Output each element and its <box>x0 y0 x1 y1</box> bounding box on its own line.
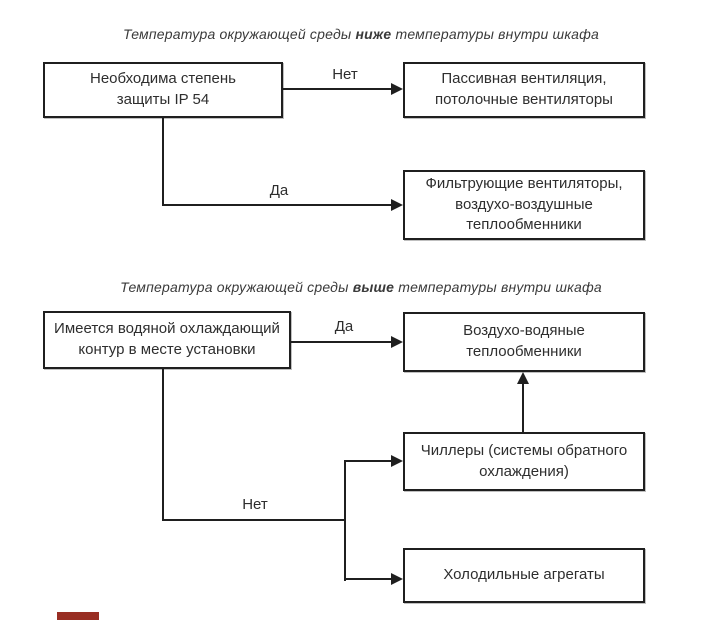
connector-top-yes-horizontal <box>162 204 392 206</box>
connector-top-no-horizontal <box>283 88 393 90</box>
top-title-post: температуры внутри шкафа <box>391 26 600 42</box>
label-top-yes: Да <box>249 182 309 199</box>
bottom-title-pre: Температура окружающей среды <box>120 279 353 295</box>
connector-chillers-up-vertical <box>522 383 524 432</box>
connector-bottom-yes-horizontal <box>291 341 393 343</box>
label-bottom-yes: Да <box>314 318 374 335</box>
top-flow-title: Температура окружающей среды ниже темпер… <box>0 26 722 42</box>
connector-bottom-no-vertical <box>162 369 164 521</box>
connector-bottom-no-horizontal <box>162 519 346 521</box>
bottom-title-post: температуры внутри шкафа <box>394 279 602 295</box>
arrowhead-top-no-icon <box>391 83 403 95</box>
label-bottom-no: Нет <box>225 496 285 513</box>
result-box-passive-ventilation: Пассивная вентиляция, потолочные вентиля… <box>403 62 645 118</box>
arrowhead-up-icon <box>517 372 529 384</box>
decision-box-ip54: Необходима степень защиты IP 54 <box>43 62 283 118</box>
connector-split-to-refrigeration <box>344 578 392 580</box>
result-box-refrigeration-units: Холодильные агрегаты <box>403 548 645 603</box>
decision-box-water-circuit: Имеется водяной охлаждающий контур в мес… <box>43 311 291 369</box>
red-marker <box>57 612 99 620</box>
arrowhead-chillers-icon <box>391 455 403 467</box>
connector-top-yes-vertical <box>162 118 164 206</box>
bottom-flow-title: Температура окружающей среды выше темпер… <box>0 279 722 295</box>
bottom-title-emphasis: выше <box>352 279 395 295</box>
top-title-pre: Температура окружающей среды <box>122 26 356 42</box>
arrowhead-refrigeration-icon <box>391 573 403 585</box>
arrowhead-top-yes-icon <box>391 199 403 211</box>
result-box-chillers: Чиллеры (системы обратного охлаждения) <box>403 432 645 491</box>
top-title-emphasis: ниже <box>355 26 392 42</box>
connector-split-to-chillers <box>344 460 392 462</box>
result-box-air-water-heat-exchangers: Воздухо-водяные теплообменники <box>403 312 645 372</box>
arrowhead-bottom-yes-icon <box>391 336 403 348</box>
label-top-no: Нет <box>315 66 375 83</box>
result-box-filter-fans: Фильтрующие вентиляторы, воздухо-воздушн… <box>403 170 645 240</box>
connector-split-vertical <box>344 460 346 581</box>
